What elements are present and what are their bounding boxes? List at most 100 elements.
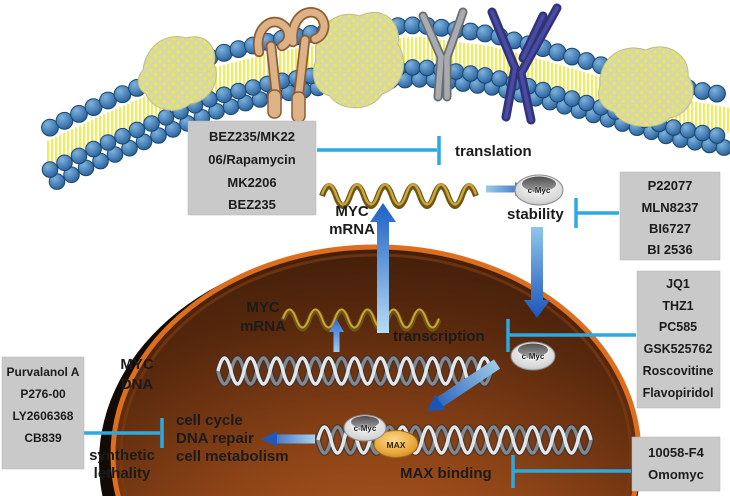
lipid-head [462,65,479,82]
c-myc-protein-nucleus: c-Myc [510,341,556,371]
lipid-head [578,94,595,112]
lipid-head [230,82,247,100]
max-protein: MAX [373,430,419,458]
lipid-head [143,115,160,132]
inhibition-translation [317,136,441,165]
lipid-head [70,105,88,123]
drug-box-stability: P22077 MLN8237 BI6727 BI 2536 [619,171,721,261]
lipid-head [55,111,74,130]
y-receptor-icon [418,7,468,102]
synthetic-lethality-label-line1: synthetic [89,447,155,464]
drug-name: CB839 [24,431,62,445]
lipid-head [114,127,131,145]
arrow-myc-to-dna [436,359,501,407]
cell-metabolism-label: cell metabolism [176,448,289,465]
glycoprotein-icon-left [137,36,217,111]
c-myc-label: c-Myc [528,186,551,195]
drug-name: BI6727 [649,221,691,236]
inhibition-transcription [506,319,636,352]
lipid-head [56,154,73,172]
nuclear-myc-mrna-label-line1: MYC [246,299,280,316]
max-binding-label: MAX binding [400,465,492,482]
drug-box-synthetic-lethality: Purvalanol A P276-00 LY2606368 CB839 [1,356,85,470]
cyto-myc-mrna-label-line2: mRNA [329,221,375,238]
drug-name: Roscovitine [643,364,714,378]
lipid-head [476,67,494,84]
c-myc-label: c-Myc [354,424,377,433]
lipid-head [41,161,59,178]
arrow-mrna-export [370,203,396,333]
glycoprotein-icon-right [598,46,694,128]
arrow-transcription-small [329,319,344,352]
drug-box-max-binding: 10058-F4 Omomyc [631,436,721,492]
cell-cycle-label: cell cycle [176,412,243,429]
lipid-head [708,127,726,144]
drug-name: P22077 [648,178,693,193]
drug-name: BEZ235/MK22 [209,129,295,144]
drug-name: 10058-F4 [648,445,704,460]
arrow-myc-into-nucleus [524,227,550,318]
myc-dna-helix [215,355,494,387]
c-myc-label: c-Myc [522,352,545,361]
transcription-label: transcription [393,328,485,345]
lipid-head [563,90,581,107]
nucleus-inner-rim [119,253,633,496]
drug-name: Purvalanol A [7,365,80,379]
lipid-head [534,81,552,99]
lipid-head [693,82,712,100]
lipid-head [665,119,682,136]
drug-name: MLN8237 [641,200,698,215]
drug-name: JQ1 [666,277,690,291]
drug-name: GSK525762 [644,342,713,356]
inhibition-synthetic-lethality [84,418,164,448]
lipid-head [708,84,726,103]
drug-name: MK2206 [227,175,276,190]
lipid-head [244,79,262,96]
drug-name: Flavopiridol [643,386,714,400]
arrow-myc-to-dna-head [427,394,446,411]
drug-name: LY2606368 [13,409,74,423]
lipid-head [418,59,436,77]
c-myc-protein-on-dna: c-Myc [343,414,387,442]
dna-repair-label: DNA repair [176,430,254,447]
max-label: MAX [387,440,406,450]
stability-label: stability [507,206,564,223]
drug-name: 06/Rapamycin [208,152,295,167]
lipid-head [694,124,711,142]
myc-dna-label-line1: MYC [120,356,154,373]
lipid-head [679,122,697,139]
nuclear-myc-mrna-label-line2: mRNA [240,318,286,335]
crossed-receptor-icon [487,3,562,125]
translation-label: translation [455,143,532,160]
inhibition-stability [574,198,619,228]
lipid-head [128,121,146,139]
myc-mrna-helix-nucleus [280,308,442,332]
c-myc-protein-cytoplasm: c-Myc [514,174,564,206]
lipid-head [84,98,103,116]
drug-name: BI 2536 [647,242,693,257]
drug-name: BEZ235 [228,197,276,212]
inhibition-max-binding [511,455,631,488]
drug-box-translation: BEZ235/MK22 06/Rapamycin MK2206 BEZ235 [187,120,317,216]
myc-dna-label-line2: DNA [121,376,154,393]
lipid-head [476,24,494,43]
lipid-head [41,118,59,137]
drug-name: PC585 [659,320,697,334]
glycoprotein-icon-center [312,11,405,109]
cyto-myc-mrna-label-line1: MYC [335,203,369,220]
drug-box-transcription: JQ1 THZ1 PC585 GSK525762 Roscovitine Fla… [636,270,721,409]
synthetic-lethality-label-line2: lethality [94,465,151,482]
lipid-head [404,59,421,76]
myc-mrna-helix-cytoplasm [319,183,479,209]
lipid-head [549,86,566,103]
lipid-head [229,40,248,58]
arrow-to-outcomes-head [261,431,277,447]
lipid-head [70,147,88,165]
drug-name: P276-00 [20,387,66,401]
lipid-head [491,70,508,87]
lipid-head [215,86,233,104]
lipid-head [157,109,175,126]
hook-receptor-icon [252,7,330,123]
